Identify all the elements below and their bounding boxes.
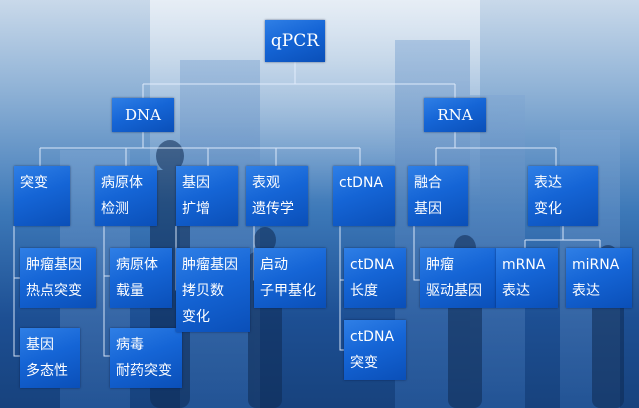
- node-polymorphism-line-1: 基因: [26, 337, 54, 353]
- node-pathogen-load-line-1: 病原体: [116, 257, 158, 273]
- node-driver-gene-line-2: 驱动基因: [426, 283, 482, 299]
- node-mirna-expression-line-1: miRNA: [572, 257, 620, 273]
- node-promoter-methylation: 启动 子甲基化: [254, 248, 326, 308]
- node-mrna-expression-line-1: mRNA: [502, 257, 546, 273]
- node-ctdna-mutation: ctDNA 突变: [344, 320, 406, 380]
- node-epigenetics-line-2: 遗传学: [252, 201, 294, 217]
- node-mrna-expression-line-2: 表达: [502, 283, 530, 299]
- node-promoter-methylation-line-2: 子甲基化: [260, 283, 316, 299]
- node-ctdna-line-1: ctDNA: [339, 175, 384, 191]
- node-fusion-gene-line-2: 基因: [414, 201, 442, 217]
- node-ctdna-length-line-2: 长度: [350, 283, 378, 299]
- node-promoter-methylation-line-1: 启动: [260, 257, 288, 273]
- node-virus-resistance-line-2: 耐药突变: [116, 363, 172, 379]
- node-ctdna-length-line-1: ctDNA: [350, 257, 395, 273]
- node-polymorphism: 基因 多态性: [20, 328, 80, 388]
- node-ctdna-mutation-line-1: ctDNA: [350, 329, 395, 345]
- node-driver-gene: 肿瘤 驱动基因: [420, 248, 496, 308]
- node-ctdna-length: ctDNA 长度: [344, 248, 406, 308]
- node-tumor-hotspot: 肿瘤基因 热点突变: [20, 248, 96, 308]
- node-copy-number-line-1: 肿瘤基因: [182, 257, 238, 273]
- node-mutation: 突变: [14, 166, 70, 226]
- node-tumor-hotspot-line-2: 热点突变: [26, 283, 82, 299]
- node-rna-label: RNA: [437, 106, 473, 124]
- node-fusion-gene: 融合 基因: [408, 166, 468, 226]
- node-virus-resistance: 病毒 耐药突变: [110, 328, 182, 388]
- node-qpcr: qPCR: [265, 20, 325, 62]
- node-pathogen-detection-line-2: 检测: [101, 201, 129, 217]
- node-driver-gene-line-1: 肿瘤: [426, 257, 454, 273]
- node-mutation-line-1: 突变: [20, 175, 48, 191]
- node-epigenetics: 表观 遗传学: [246, 166, 308, 226]
- node-virus-resistance-line-1: 病毒: [116, 337, 144, 353]
- node-gene-amplification-line-1: 基因: [182, 175, 210, 191]
- node-gene-amplification: 基因 扩增: [176, 166, 238, 226]
- node-expression-change-line-2: 变化: [534, 201, 562, 217]
- node-ctdna: ctDNA: [333, 166, 395, 226]
- node-mrna-expression: mRNA 表达: [496, 248, 558, 308]
- node-copy-number: 肿瘤基因 拷贝数 变化: [176, 248, 250, 332]
- node-epigenetics-line-1: 表观: [252, 175, 280, 191]
- node-copy-number-line-3: 变化: [182, 309, 210, 325]
- node-gene-amplification-line-2: 扩增: [182, 201, 210, 217]
- node-mirna-expression: miRNA 表达: [566, 248, 632, 308]
- node-polymorphism-line-2: 多态性: [26, 363, 68, 379]
- node-expression-change: 表达 变化: [528, 166, 598, 226]
- node-mirna-expression-line-2: 表达: [572, 283, 600, 299]
- node-tumor-hotspot-line-1: 肿瘤基因: [26, 257, 82, 273]
- node-pathogen-detection-line-1: 病原体: [101, 175, 143, 191]
- node-dna: DNA: [112, 98, 174, 132]
- node-ctdna-mutation-line-2: 突变: [350, 355, 378, 371]
- node-qpcr-label: qPCR: [270, 31, 320, 51]
- node-dna-label: DNA: [125, 106, 161, 124]
- node-fusion-gene-line-1: 融合: [414, 175, 442, 191]
- node-pathogen-load-line-2: 载量: [116, 283, 144, 299]
- node-rna: RNA: [424, 98, 486, 132]
- node-pathogen-load: 病原体 载量: [110, 248, 172, 308]
- node-copy-number-line-2: 拷贝数: [182, 283, 224, 299]
- node-expression-change-line-1: 表达: [534, 175, 562, 191]
- node-pathogen-detection: 病原体 检测: [95, 166, 157, 226]
